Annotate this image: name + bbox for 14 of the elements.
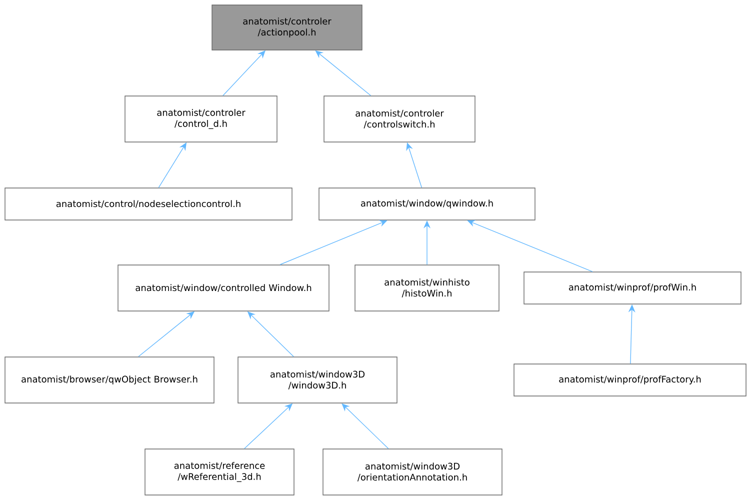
file-box: anatomist/winhisto /histoWin.h	[354, 264, 500, 312]
file-box: anatomist/controler /actionpool.h	[212, 4, 362, 50]
file-box: anatomist/reference /wReferential_3d.h	[144, 448, 294, 496]
file-box: anatomist/controler /controlswitch.h	[324, 96, 476, 142]
file-box: anatomist/window3D /orientationAnnotation.h	[322, 448, 502, 496]
file-box: anatomist/browser/qwObject Browser.h	[4, 356, 214, 404]
file-box: anatomist/window3D /window3D.h	[238, 356, 398, 404]
file-box: anatomist/window/qwindow.h	[318, 188, 536, 220]
file-box: anatomist/control/nodeselectioncontrol.h	[4, 188, 292, 220]
file-box: anatomist/window/controlled Window.h	[118, 264, 330, 312]
file-box: anatomist/winprof/profWin.h	[524, 272, 742, 304]
file-box: anatomist/controler /control_d.h	[124, 96, 278, 142]
file-box: anatomist/winprof/profFactory.h	[514, 364, 746, 396]
arrow	[467, 220, 593, 272]
